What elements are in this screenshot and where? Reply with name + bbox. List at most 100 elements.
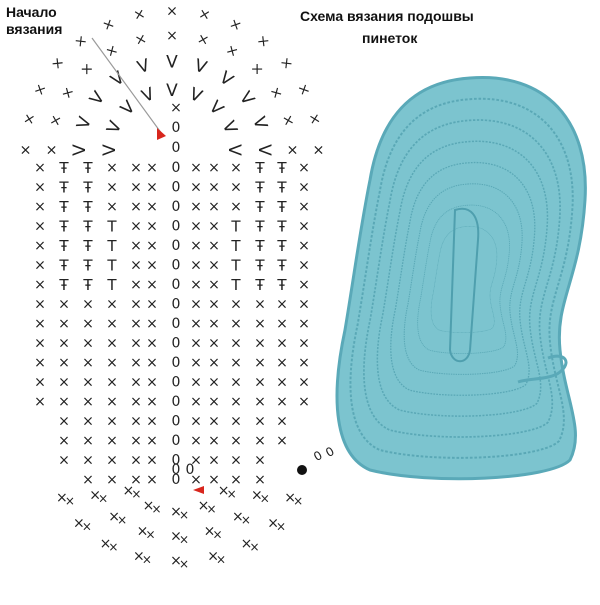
single-crochet-symbol: × xyxy=(298,394,310,410)
single-crochet-symbol: × xyxy=(190,199,202,215)
single-crochet-symbol: × xyxy=(146,277,158,293)
single-crochet-symbol: × xyxy=(82,355,94,371)
single-crochet-symbol: × xyxy=(254,297,266,313)
single-crochet-symbol: × xyxy=(223,41,241,61)
chain-symbol: 0 xyxy=(172,375,181,391)
single-crochet-symbol: × xyxy=(117,513,127,527)
chain-symbol: 0 xyxy=(172,180,181,196)
single-crochet-symbol: × xyxy=(133,549,145,565)
single-crochet-symbol: × xyxy=(130,277,142,293)
double-crochet-symbol: Ŧ xyxy=(82,237,93,255)
single-crochet-symbol: × xyxy=(77,60,97,80)
start-marker-icon xyxy=(157,128,166,140)
single-crochet-symbol: × xyxy=(230,433,242,449)
increase-symbol: V xyxy=(224,144,244,156)
single-crochet-symbol: × xyxy=(82,336,94,352)
single-crochet-symbol: × xyxy=(208,258,220,274)
single-crochet-symbol: × xyxy=(190,238,202,254)
increase-symbol: V xyxy=(70,144,90,156)
single-crochet-symbol: × xyxy=(58,355,70,371)
chain-symbol: 0 xyxy=(323,444,337,460)
chain-symbol: 0 xyxy=(172,199,181,215)
single-crochet-symbol: × xyxy=(298,219,310,235)
single-crochet-symbol: × xyxy=(130,472,142,488)
single-crochet-symbol: × xyxy=(34,336,46,352)
sole-round xyxy=(363,119,561,438)
single-crochet-symbol: × xyxy=(197,6,212,24)
increase-symbol: V xyxy=(192,56,210,79)
single-crochet-symbol: × xyxy=(293,494,303,508)
single-crochet-symbol: × xyxy=(254,355,266,371)
slip-stitch-icon xyxy=(297,465,307,475)
single-crochet-symbol: × xyxy=(142,553,152,567)
double-crochet-symbol: Ŧ xyxy=(254,257,265,275)
single-crochet-symbol: × xyxy=(241,513,251,527)
single-crochet-symbol: × xyxy=(279,113,297,128)
single-crochet-symbol: × xyxy=(260,491,270,505)
single-crochet-symbol: × xyxy=(65,494,75,508)
single-crochet-symbol: × xyxy=(218,483,230,499)
single-crochet-symbol: × xyxy=(82,394,94,410)
single-crochet-symbol: × xyxy=(146,180,158,196)
single-crochet-symbol: × xyxy=(208,433,220,449)
single-crochet-symbol: × xyxy=(34,258,46,274)
double-crochet-symbol: Ŧ xyxy=(82,276,93,294)
single-crochet-symbol: × xyxy=(34,394,46,410)
single-crochet-symbol: × xyxy=(145,527,155,541)
single-crochet-symbol: × xyxy=(34,238,46,254)
single-crochet-symbol: × xyxy=(34,355,46,371)
double-crochet-symbol: Ŧ xyxy=(254,276,265,294)
single-crochet-symbol: × xyxy=(130,316,142,332)
single-crochet-symbol: × xyxy=(143,498,155,514)
sole-round xyxy=(417,204,510,354)
sole-round xyxy=(403,183,523,375)
increase-symbol: V xyxy=(187,84,206,107)
single-crochet-symbol: × xyxy=(146,160,158,176)
single-crochet-symbol: × xyxy=(130,453,142,469)
sole-round xyxy=(376,140,549,417)
half-double-symbol: T xyxy=(230,257,241,275)
single-crochet-symbol: × xyxy=(130,297,142,313)
chain-symbol: 0 xyxy=(172,433,181,449)
single-crochet-symbol: × xyxy=(298,355,310,371)
single-crochet-symbol: × xyxy=(82,375,94,391)
single-crochet-symbol: × xyxy=(34,277,46,293)
chain-symbol: 0 xyxy=(172,140,181,156)
single-crochet-symbol: × xyxy=(130,160,142,176)
single-crochet-symbol: × xyxy=(133,31,148,49)
double-crochet-symbol: Ŧ xyxy=(82,159,93,177)
single-crochet-symbol: × xyxy=(190,394,202,410)
single-crochet-symbol: × xyxy=(47,113,65,128)
single-crochet-symbol: × xyxy=(146,394,158,410)
single-crochet-symbol: × xyxy=(98,491,108,505)
single-crochet-symbol: × xyxy=(132,6,147,24)
single-crochet-symbol: × xyxy=(190,219,202,235)
single-crochet-symbol: × xyxy=(106,160,118,176)
single-crochet-symbol: × xyxy=(130,238,142,254)
diagram-subtitle: пинеток xyxy=(362,30,418,46)
sole-round xyxy=(390,161,536,396)
single-crochet-symbol: × xyxy=(170,529,182,545)
single-crochet-symbol: × xyxy=(247,60,267,80)
double-crochet-symbol: Ŧ xyxy=(58,218,69,236)
single-crochet-symbol: × xyxy=(298,199,310,215)
single-crochet-symbol: × xyxy=(227,487,237,501)
double-crochet-symbol: Ŧ xyxy=(276,179,287,197)
double-crochet-symbol: Ŧ xyxy=(254,237,265,255)
increase-symbol: V xyxy=(215,68,236,91)
single-crochet-symbol: × xyxy=(170,100,182,116)
increase-symbol: V xyxy=(235,88,258,109)
increase-symbol: V xyxy=(107,68,128,91)
single-crochet-symbol: × xyxy=(131,487,141,501)
single-crochet-symbol: × xyxy=(305,112,323,127)
single-crochet-symbol: × xyxy=(298,316,310,332)
double-crochet-symbol: Ŧ xyxy=(82,257,93,275)
single-crochet-symbol: × xyxy=(241,536,253,552)
single-crochet-symbol: × xyxy=(31,81,51,99)
single-crochet-symbol: × xyxy=(208,277,220,293)
single-crochet-symbol: × xyxy=(294,81,314,99)
half-double-symbol: T xyxy=(106,237,117,255)
single-crochet-symbol: × xyxy=(106,472,118,488)
increase-symbol: V xyxy=(254,144,274,156)
chain-symbol: 0 xyxy=(172,462,181,478)
